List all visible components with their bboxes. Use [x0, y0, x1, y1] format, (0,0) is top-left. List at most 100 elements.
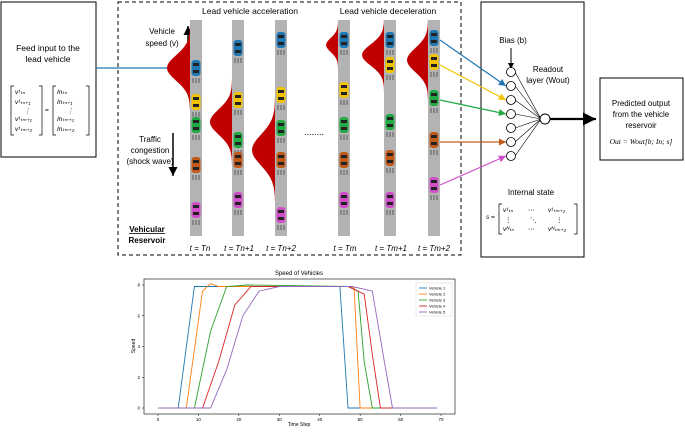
readout-box [480, 1, 585, 258]
input-vector-matrix: v¹ₜₙ v¹ₜₙ₊₁ ⋮ v¹ₜₘ₊₁ v¹ₜₘ₊₂ = Inₜₙ Inₜₙ₊… [10, 85, 90, 136]
x-tick-label: 0 [157, 417, 160, 422]
input-title-line1: Feed input to the [16, 43, 80, 53]
time-label-tm: t = Tm [334, 244, 357, 253]
svg-text:⋮: ⋮ [24, 108, 31, 115]
shock-wave [252, 97, 275, 202]
time-label-tm2: t = Tm+2 [418, 244, 451, 253]
svg-text:⋮: ⋮ [67, 108, 74, 115]
car-icon [191, 94, 201, 117]
car-icon [233, 132, 243, 155]
car-icon [276, 120, 286, 143]
reservoir-label-line1: Vehicular [129, 225, 165, 234]
x-tick-label: 50 [358, 417, 364, 422]
x-tick-label: 20 [236, 417, 242, 422]
neuron-node [506, 151, 516, 161]
reservoir-connection [439, 64, 507, 101]
state-equation: s = [486, 214, 495, 221]
svg-text:⋱: ⋱ [530, 217, 537, 224]
accel-label: Lead vehicle acceleration [202, 6, 298, 16]
chart-plot-area [143, 278, 456, 415]
car-icon [191, 157, 201, 180]
series-line-vehicle-4 [158, 286, 437, 409]
congestion-line1: Traffic [139, 135, 161, 144]
internal-state-label: Internal state [508, 188, 555, 197]
car-icon [339, 192, 349, 215]
shock-wave [362, 19, 384, 91]
road-2 [210, 20, 244, 236]
legend-label: Vehicle 2 [429, 292, 446, 297]
car-icon [276, 207, 286, 230]
svg-text:v¹ₜₙ: v¹ₜₙ [15, 89, 25, 96]
car-icon [339, 82, 349, 105]
chart-title: Speed of Vehicles [275, 271, 323, 277]
neuron-node [506, 123, 516, 133]
readout-neurons [439, 39, 551, 186]
svg-text:⋯: ⋯ [528, 207, 535, 214]
svg-text:v¹ₜₘ₊₁: v¹ₜₘ₊₁ [15, 116, 32, 123]
output-line2: from the vehicle [613, 110, 670, 119]
car-icon [276, 87, 286, 110]
speed-label-line1: Vehicle [149, 27, 175, 36]
road-1 [167, 20, 202, 236]
svg-text:⋮: ⋮ [505, 217, 512, 224]
road-3 [252, 20, 287, 236]
legend-box [415, 282, 453, 317]
y-tick-label: 2 [137, 375, 140, 380]
legend-label: Vehicle 5 [429, 310, 446, 315]
road-lane [232, 20, 244, 236]
y-tick-label: 8 [137, 283, 140, 288]
time-label-tn: t = Tn [190, 244, 211, 253]
svg-text:v¹ₜₘ₊₂: v¹ₜₘ₊₂ [15, 126, 33, 133]
car-icon [385, 114, 395, 137]
x-tick-label: 30 [277, 417, 283, 422]
speed-label-line2: speed (v) [145, 39, 179, 48]
road-5 [362, 19, 396, 236]
roads-layer [167, 19, 440, 236]
output-line1: Predicted output [612, 99, 671, 108]
y-tick-label: 0 [137, 406, 140, 411]
car-icon [191, 202, 201, 225]
svg-text:=: = [45, 107, 49, 114]
car-icon [191, 60, 201, 83]
readout-label-line1: Readout [533, 65, 564, 74]
x-tick-label: 60 [398, 417, 404, 422]
shock-wave [210, 78, 232, 165]
legend-label: Vehicle 3 [429, 298, 446, 303]
car-icon [385, 32, 395, 55]
car-icon [429, 90, 439, 113]
x-tick-label: 40 [317, 417, 323, 422]
input-box: Feed input to the lead vehicle v¹ₜₙ v¹ₜₙ… [0, 1, 97, 158]
car-icon [429, 132, 439, 155]
series-line-vehicle-2 [158, 282, 437, 409]
reservoir-label-line2: Reservoir [129, 236, 166, 245]
neuron-node [506, 81, 516, 91]
y-tick-label: 6 [137, 313, 140, 318]
time-label-tn1: t = Tn+1 [224, 244, 254, 253]
car-icon [429, 177, 439, 200]
legend-label: Vehicle 4 [429, 304, 446, 309]
car-icon [429, 54, 439, 77]
bias-label: Bias (b) [499, 36, 527, 45]
neuron-node [506, 95, 516, 105]
car-icon [385, 192, 395, 215]
shock-wave [407, 19, 428, 100]
car-icon [233, 40, 243, 63]
series-line-vehicle-3 [158, 284, 437, 409]
chart-xlabel: Time Step [288, 422, 311, 428]
reservoir-connection [439, 155, 507, 186]
reservoir-box [117, 1, 462, 256]
car-icon [339, 32, 349, 55]
shock-wave [326, 21, 338, 69]
svg-text:Inₜₙ: Inₜₙ [57, 89, 67, 96]
state-matrix: s = v¹ₜₙ ⋯ v¹ₜₘ₊₂ ⋮ ⋱ ⋮ vᴺₜₙ ⋯ vᴺₜₘ₊₂ [486, 203, 578, 235]
reservoir-connection [439, 39, 507, 87]
output-line3: reservoir [625, 121, 656, 130]
svg-text:⋮: ⋮ [556, 217, 563, 224]
svg-text:v¹ₜₙ: v¹ₜₙ [503, 207, 513, 214]
chart-lines [158, 282, 437, 409]
car-icon [233, 152, 243, 175]
svg-text:⋯: ⋯ [528, 226, 535, 233]
reservoir-connection [439, 99, 507, 117]
